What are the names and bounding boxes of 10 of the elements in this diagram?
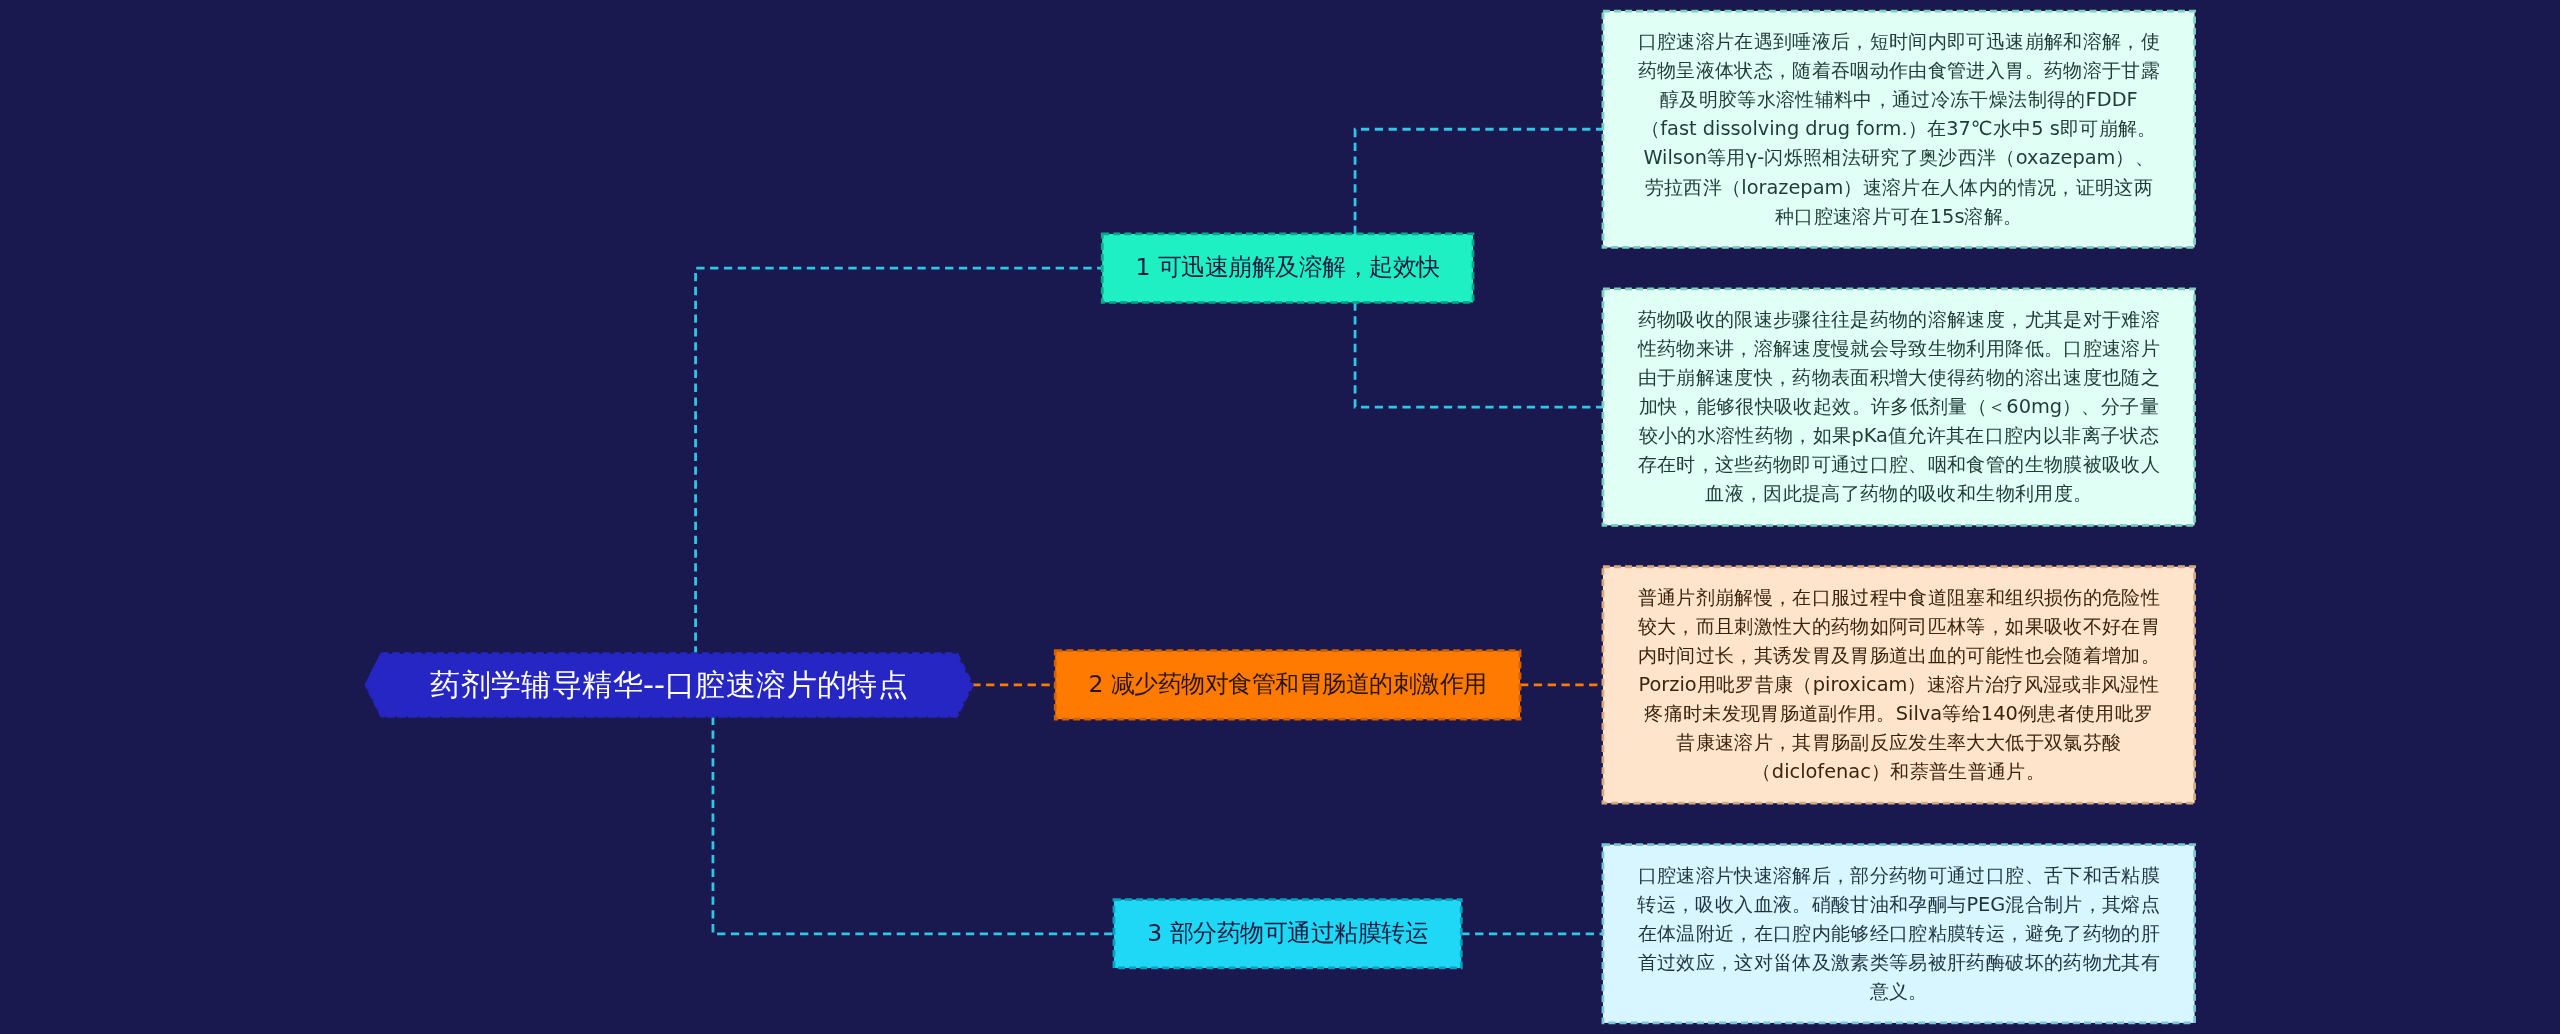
node-box: 药物吸收的限速步骤往往是药物的溶解速度，尤其是对于难溶性药物来讲，溶解速度慢就会导致生物利用降低。口腔速溶片由于崩解速度快，药物表面积增大使得药物的溶出速度也随之加快，能够很快吸收起效。许多低剂量（＜60mg）、分子量较小的水溶性药物，如果pKa值允许其在口腔内以非离子状态存在时，这些药物即可通过口腔、咽和食管的生物膜被吸收人血液，因此提高了药物的吸收和生物利用度。 (1601, 287, 2196, 527)
connector (1353, 127, 1603, 234)
connector (711, 716, 1114, 936)
node-box: 口腔速溶片在遇到唾液后，短时间内即可迅速崩解和溶解，使药物呈液体状态，随着吞咽动作由食管进入胃。药物溶于甘露醇及明胶等水溶性辅料中，通过冷冻干燥法制得的FDDF（fast dissolving drug form.）在37℃水中5 s即可崩解。Wilson等用γ-闪烁照相法研究了奥沙西泮（oxazepam）、劳拉西泮（lorazepam）速溶片在人体内的情况，证明这两种口腔速溶片可在15s溶解。 (1601, 9, 2196, 249)
connector (1353, 302, 1603, 409)
node-box: 2 减少药物对食管和胃肠道的刺激作用 (1053, 649, 1522, 721)
node-box: 1 可迅速崩解及溶解，起效快 (1100, 232, 1475, 304)
node-box: 普通片剂崩解慢，在口服过程中食道阻塞和组织损伤的危险性较大，而且刺激性大的药物如阿司匹林等，如果吸收不好在胃内时间过长，其诱发胃及胃肠道出血的可能性也会随着增加。Porzio用吡罗昔康（piroxicam）速溶片治疗风湿或非风湿性疼痛时未发现胃肠道副作用。Silva等给140例患者使用吡罗昔康速溶片，其胃肠副反应发生率大大低于双氯芬酸（diclofenac）和萘普生普通片。 (1601, 565, 2196, 805)
node-box: 3 部分药物可通过粘膜转运 (1112, 898, 1463, 970)
node-box: 口腔速溶片快速溶解后，部分药物可通过口腔、舌下和舌粘膜转运，吸收入血液。硝酸甘油和孕酮与PEG混合制片，其熔点在体温附近，在口腔内能够经口腔粘膜转运，避免了药物的肝首过效应，这对甾体及激素类等易被肝药酶破坏的药物尤其有意义。 (1601, 843, 2196, 1025)
